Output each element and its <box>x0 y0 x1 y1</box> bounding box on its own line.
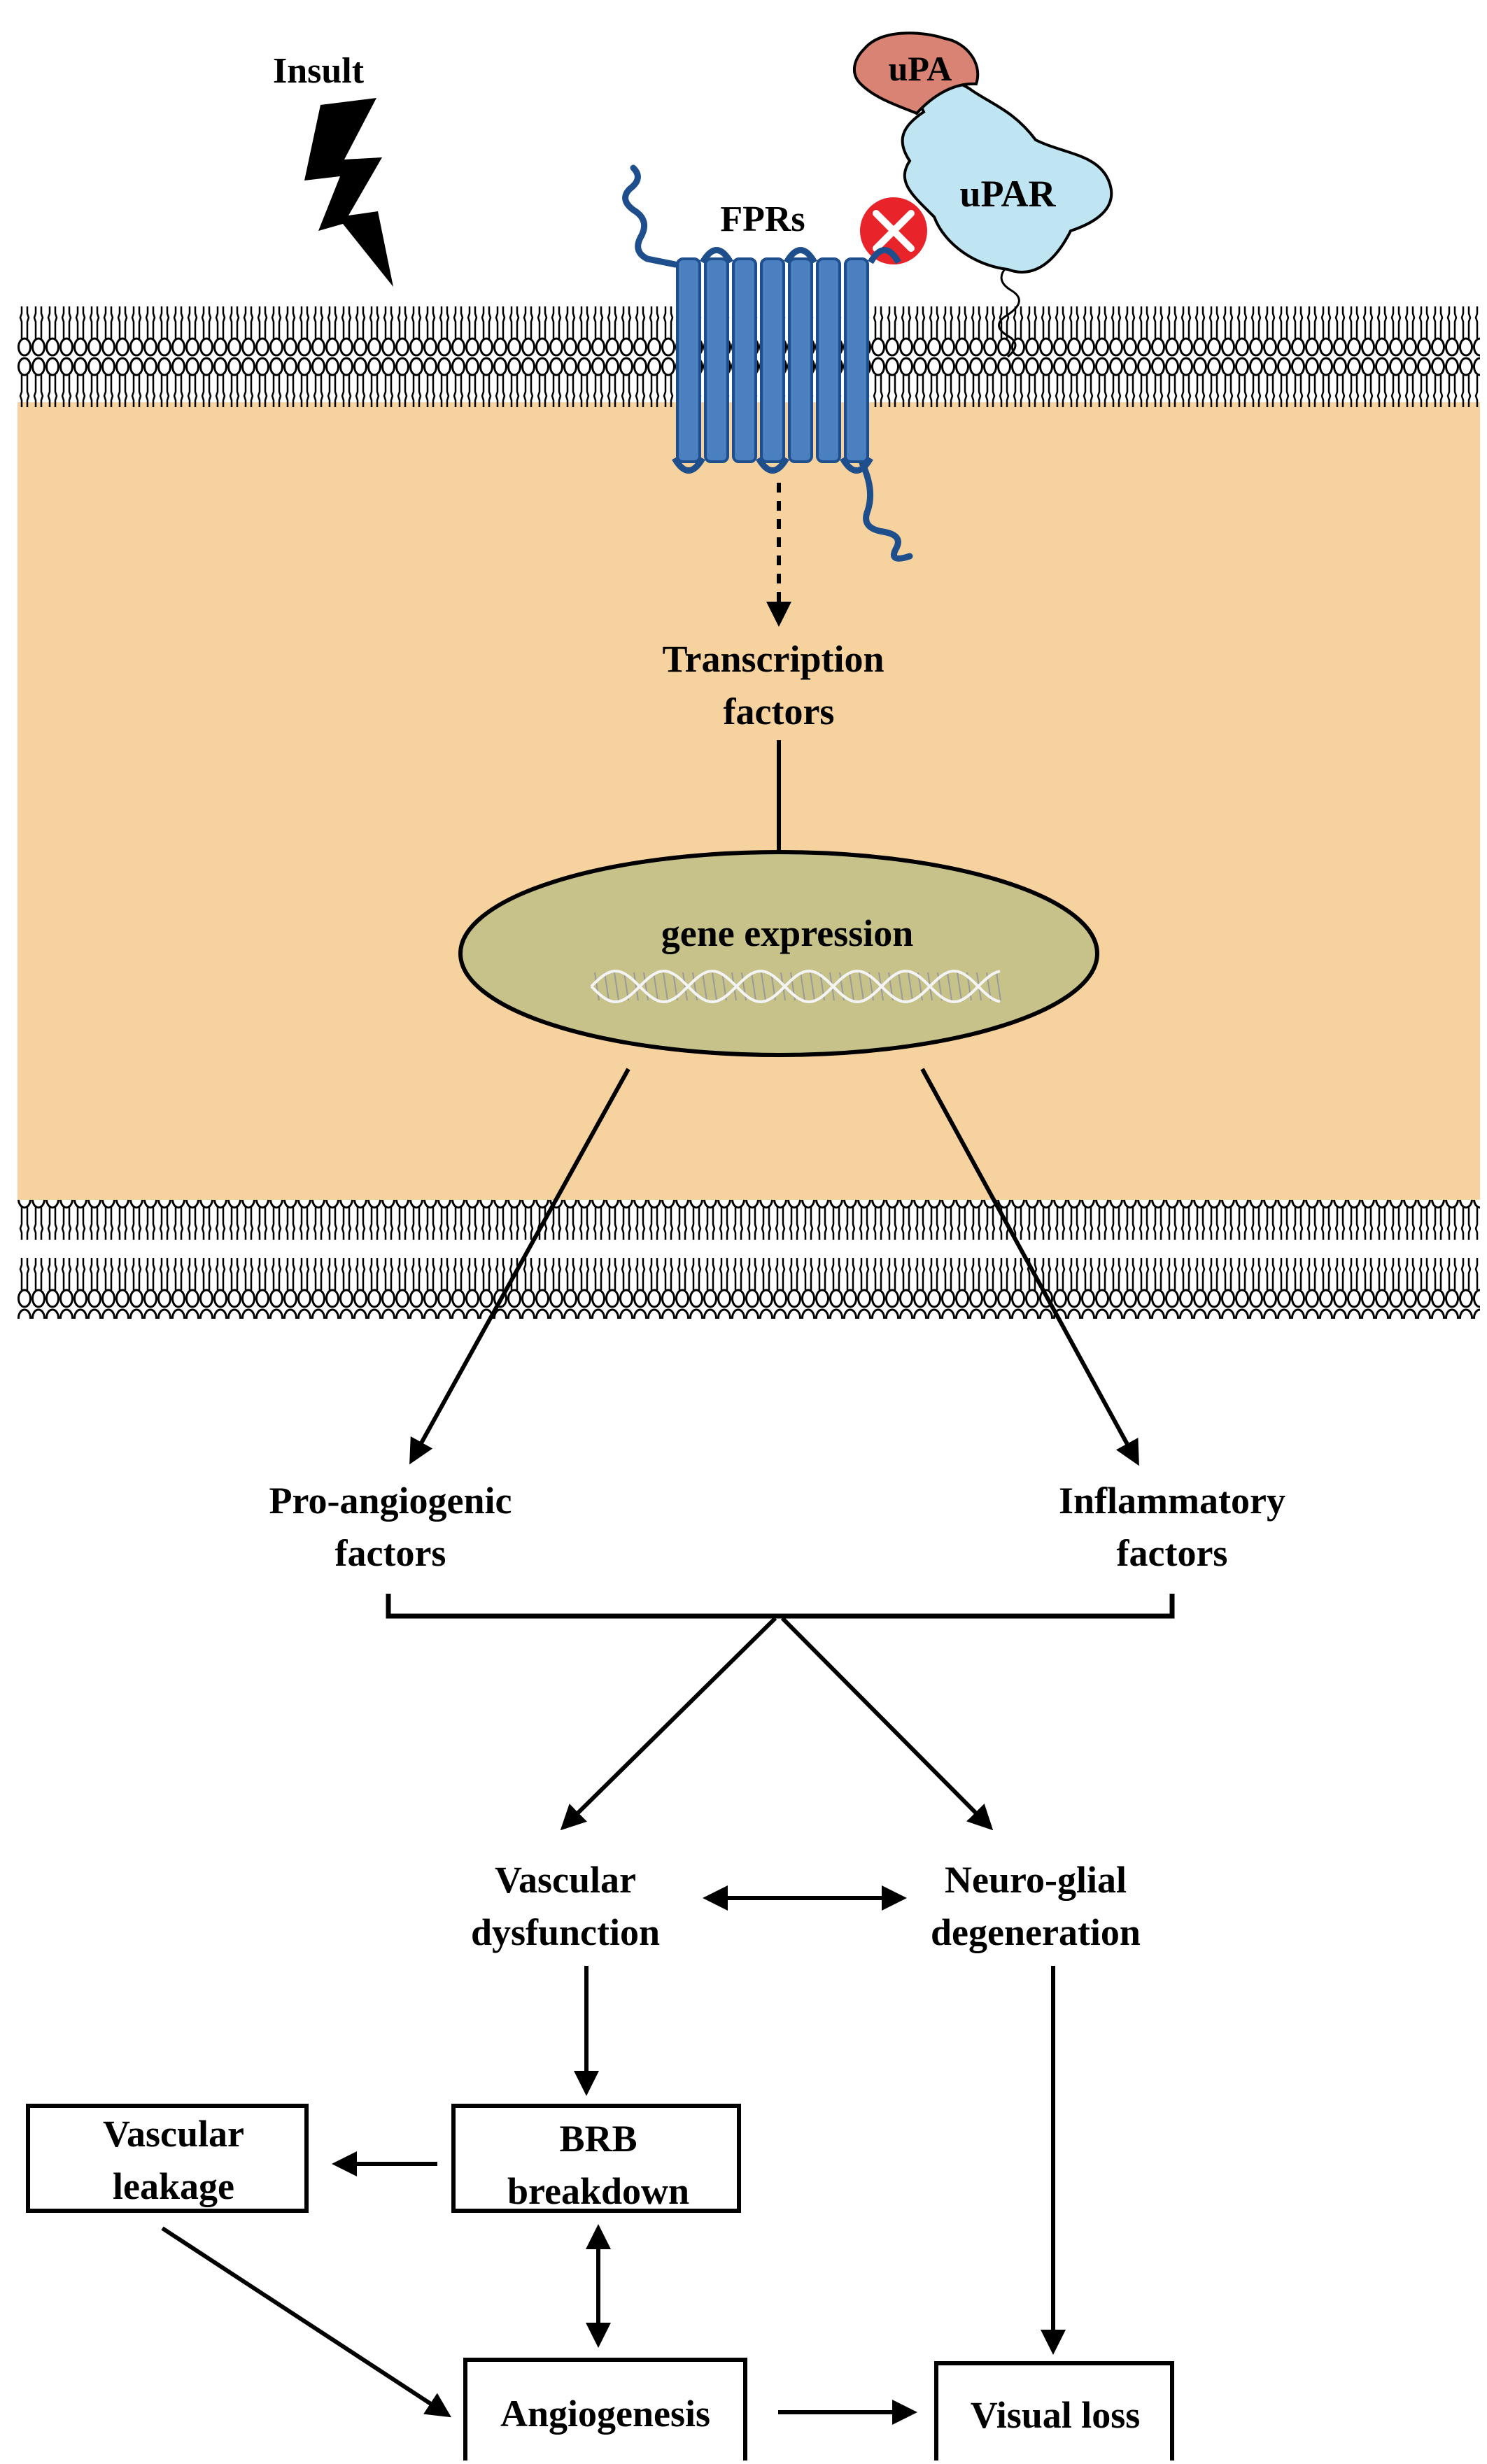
dna-rung <box>712 972 717 1001</box>
neuro-line2: degeneration <box>931 1911 1141 1953</box>
inflam-line2: factors <box>1117 1532 1228 1574</box>
proangio-line1: Pro-angiogenic <box>269 1480 512 1522</box>
dna-rung <box>663 972 668 1001</box>
dna-rung <box>751 972 756 1001</box>
dna-rung <box>614 972 619 1001</box>
dna-rung <box>604 972 609 1001</box>
bracket-to-vascdys-arrow <box>560 1616 777 1831</box>
upar-tail <box>998 264 1020 358</box>
upar-label: uPAR <box>959 173 1056 215</box>
neuro-line1: Neuro-glial <box>945 1859 1127 1901</box>
leak-line2: leakage <box>113 2165 234 2207</box>
dna-rung <box>594 972 600 1001</box>
cytoplasm <box>17 402 1480 1203</box>
nucleus-to-inflam-arrow <box>920 1068 1139 1466</box>
dna-rung <box>849 972 854 1001</box>
transcription-factors-line2: factors <box>724 691 835 732</box>
factors-bracket <box>386 1594 1175 1619</box>
dna-rung <box>800 972 805 1001</box>
proangio-line2: factors <box>335 1532 446 1574</box>
brb-line1: BRB <box>559 2118 637 2160</box>
bracket-to-neuro-arrow <box>780 1616 994 1831</box>
dna-rung <box>859 972 864 1001</box>
upa-label: uPA <box>889 49 952 88</box>
dna-rung <box>996 972 1001 1001</box>
insult-label: Insult <box>273 51 365 91</box>
nucleus-to-proangio-arrow <box>409 1068 630 1465</box>
vascdys-line2: dysfunction <box>471 1911 660 1953</box>
brb-line2: breakdown <box>507 2170 689 2212</box>
fprs-label: FPRs <box>720 199 805 239</box>
vascdys-line1: Vascular <box>495 1859 636 1901</box>
dna-rung <box>810 972 815 1001</box>
dna-rung <box>761 972 766 1001</box>
inhibition-x-icon <box>860 197 927 264</box>
angiogenesis-label: Angiogenesis <box>500 2393 710 2435</box>
angiogenesis-box <box>463 2358 747 2464</box>
nucleus <box>458 850 1099 1057</box>
inner-membrane <box>17 1200 1480 1319</box>
inflam-line1: Inflammatory <box>1059 1480 1285 1522</box>
dna-rung <box>643 972 649 1001</box>
dna-rung <box>702 972 707 1001</box>
dna-strand <box>590 969 1001 1004</box>
fpr-receptor <box>622 164 913 562</box>
vascular-leakage-box <box>26 2104 309 2213</box>
upar-shape <box>901 79 1113 274</box>
dna-rung <box>731 972 737 1001</box>
lightning-bolt-icon <box>304 98 393 287</box>
dna-rung <box>653 972 658 1001</box>
visual-loss-box <box>934 2361 1174 2464</box>
upa-shape <box>853 31 980 115</box>
visual-loss-label: Visual loss <box>971 2394 1141 2436</box>
leak-line1: Vascular <box>103 2113 244 2155</box>
brb-box <box>451 2104 741 2213</box>
dna-helix-icon <box>590 969 1001 1004</box>
dna-rung <box>898 972 903 1001</box>
gene-expression-label: gene expression <box>661 912 914 954</box>
transcription-factors-line1: Transcription <box>662 638 884 680</box>
dna-rung <box>633 972 639 1001</box>
dna-rung <box>908 972 913 1001</box>
leakage-to-angiogenesis-arrow <box>161 2226 452 2418</box>
dna-rung <box>947 972 952 1001</box>
dna-strand <box>590 969 1001 1004</box>
dna-rung <box>682 972 688 1001</box>
dna-rung <box>957 972 962 1001</box>
